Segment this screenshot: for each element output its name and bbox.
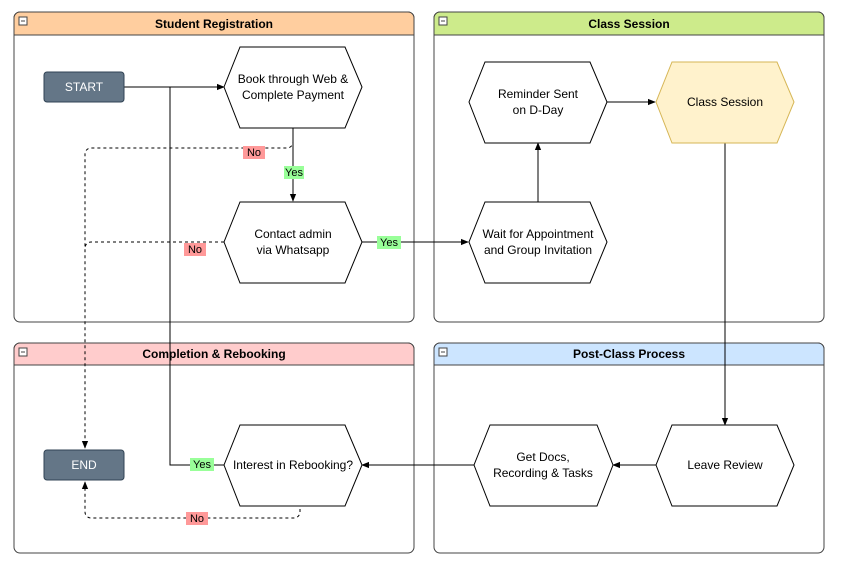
- edge-book-end: [81, 128, 294, 449]
- start-label: START: [65, 80, 104, 94]
- contact-yes-text: Yes: [380, 237, 398, 249]
- node-contact-admin[interactable]: Contact admin via Whatsapp: [223, 201, 363, 284]
- docs-label-line2: Recording & Tasks: [493, 466, 593, 480]
- node-class-session[interactable]: Class Session: [655, 61, 795, 144]
- edge-label-contact-no: No: [184, 243, 206, 256]
- lane-title-session: Class Session: [588, 17, 669, 31]
- lane-header-postclass: [433, 342, 825, 366]
- edge-contact-end: [84, 241, 224, 249]
- rebook-label: Interest in Rebooking?: [233, 458, 353, 472]
- wait-label-line1: Wait for Appointment: [483, 227, 595, 241]
- node-reminder-sent[interactable]: Reminder Sent on D-Day: [468, 61, 608, 144]
- edge-label-book-yes: Yes: [284, 166, 304, 179]
- book-no-text: No: [247, 147, 261, 159]
- edge-label-book-no: No: [243, 146, 265, 159]
- node-book-through-web[interactable]: Book through Web & Complete Payment: [223, 46, 363, 129]
- contact-label-line1: Contact admin: [254, 227, 331, 241]
- lane-header-completion: [13, 342, 415, 366]
- rebook-no-text: No: [190, 513, 204, 525]
- review-label: Leave Review: [687, 458, 763, 472]
- reminder-label-line1: Reminder Sent: [498, 87, 579, 101]
- node-interest-rebooking[interactable]: Interest in Rebooking?: [223, 424, 363, 507]
- contact-no-text: No: [188, 244, 202, 256]
- edge-label-rebook-yes: Yes: [190, 458, 214, 471]
- node-wait-appointment[interactable]: Wait for Appointment and Group Invitatio…: [468, 201, 608, 284]
- wait-label-line2: and Group Invitation: [484, 243, 592, 257]
- reminder-label-line2: on D-Day: [513, 103, 564, 117]
- lane-student-registration: Student Registration: [13, 11, 415, 323]
- edge-rebook-end: [81, 481, 301, 519]
- lane-title-completion: Completion & Rebooking: [142, 347, 285, 361]
- lane-title-registration: Student Registration: [155, 17, 273, 31]
- node-start[interactable]: START: [43, 71, 125, 103]
- edge-label-rebook-no: No: [186, 512, 208, 525]
- book-yes-text: Yes: [285, 167, 303, 179]
- session-label: Class Session: [687, 95, 763, 109]
- contact-label-line2: via Whatsapp: [257, 243, 330, 257]
- lane-header-session: [433, 11, 825, 36]
- rebook-yes-text: Yes: [193, 459, 211, 471]
- node-leave-review[interactable]: Leave Review: [655, 424, 795, 507]
- book-label-line1: Book through Web &: [238, 72, 349, 86]
- node-get-docs[interactable]: Get Docs, Recording & Tasks: [473, 424, 614, 507]
- end-label: END: [71, 458, 97, 472]
- book-label-line2: Complete Payment: [242, 88, 345, 102]
- lane-header-registration: [13, 11, 415, 36]
- node-end[interactable]: END: [43, 449, 125, 481]
- docs-label-line1: Get Docs,: [516, 450, 569, 464]
- lane-title-postclass: Post-Class Process: [573, 347, 685, 361]
- edge-label-contact-yes: Yes: [377, 236, 401, 249]
